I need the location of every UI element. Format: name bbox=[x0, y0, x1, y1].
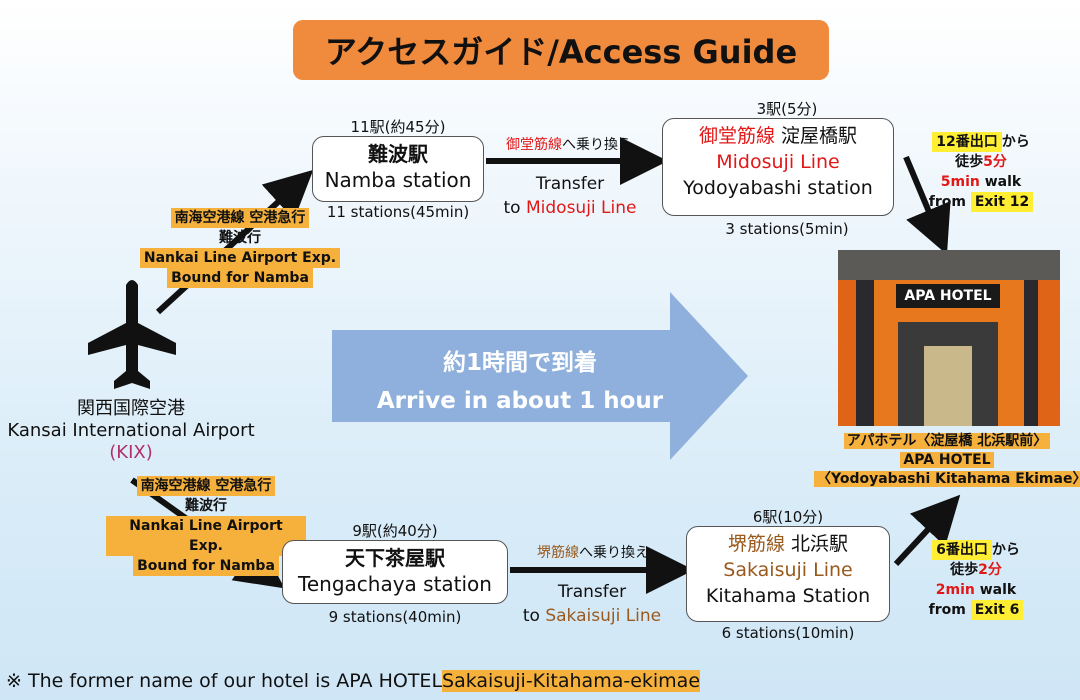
top-transfer-en-2: to bbox=[503, 198, 526, 218]
tengachaya-name-en: Tengachaya station bbox=[298, 572, 492, 596]
bottom-transfer-en-2: to bbox=[522, 606, 546, 626]
exit12-ja-3: 徒歩 bbox=[955, 154, 984, 170]
exit12-en-4: Exit 12 bbox=[970, 192, 1034, 212]
bottom-transfer-en-1: Transfer bbox=[557, 582, 627, 602]
yodoyabashi-line-ja: 御堂筋線 bbox=[698, 125, 775, 147]
bottom-line-tag: 南海空港線 空港急行 難波行 Nankai Line Airport Exp. … bbox=[106, 476, 306, 576]
kitahama-stop-count: 6駅(10分) bbox=[752, 508, 824, 526]
exit6-en-1: 2min bbox=[935, 582, 975, 598]
yodoyabashi-line-en: Midosuji Line bbox=[716, 151, 840, 173]
namba-stations-en: 11 stations(45min) bbox=[326, 203, 470, 221]
kitahama-line-ja: 堺筋線 bbox=[727, 533, 785, 555]
exit12-en-1: 5min bbox=[940, 174, 980, 190]
bottom-transfer-en-line: Sakaisuji Line bbox=[545, 606, 662, 626]
top-transfer-en-1: Transfer bbox=[535, 174, 605, 194]
tengachaya-stations-en: 9 stations(40min) bbox=[328, 608, 462, 626]
top-line-ja-1: 南海空港線 空港急行 bbox=[170, 208, 310, 228]
footnote: ※ The former name of our hotel is APA HO… bbox=[6, 670, 1076, 692]
airport-code: (KIX) bbox=[109, 442, 153, 463]
arrow-airport-to-namba bbox=[155, 169, 314, 315]
yodoyabashi-stop-count: 3駅(5分) bbox=[756, 100, 818, 118]
kitahama-name-ja: 北浜駅 bbox=[784, 533, 849, 555]
airport-label: 関西国際空港 Kansai International Airport (KIX… bbox=[0, 398, 262, 464]
yodoyabashi-stations-en: 3 stations(5min) bbox=[725, 220, 849, 238]
bottom-line-ja-1: 南海空港線 空港急行 bbox=[136, 476, 276, 496]
exit12-info: 12番出口から 徒歩5分 5min walk from Exit 12 bbox=[920, 132, 1042, 212]
exit12-en-2: walk bbox=[979, 174, 1022, 190]
airport-name-ja: 関西国際空港 bbox=[77, 398, 185, 419]
exit6-info: 6番出口から 徒歩2分 2min walk from Exit 6 bbox=[914, 540, 1038, 620]
bottom-line-en-1: Nankai Line Airport Exp. bbox=[106, 516, 306, 556]
top-transfer-ja: 御堂筋線へ乗り換え bbox=[486, 134, 652, 154]
top-line-ja-2: 難波行 bbox=[219, 230, 261, 246]
kitahama-name-en: Kitahama Station bbox=[705, 585, 871, 607]
tengachaya-station-box: 天下茶屋駅 Tengachaya station bbox=[282, 540, 508, 604]
top-transfer-en: Transfer to Midosuji Line bbox=[470, 172, 670, 220]
exit6-ja-2: から bbox=[991, 542, 1020, 558]
airport-name-en: Kansai International Airport bbox=[7, 420, 255, 441]
kitahama-line-en: Sakaisuji Line bbox=[723, 559, 853, 581]
exit6-ja-3: 徒歩 bbox=[950, 562, 979, 578]
exit12-ja-2: から bbox=[1001, 134, 1030, 150]
yodoyabashi-name-ja: 淀屋橋駅 bbox=[774, 125, 858, 147]
exit6-en-3: from bbox=[928, 602, 971, 618]
namba-station-box: 難波駅 Namba station bbox=[312, 136, 484, 202]
bottom-transfer-ja-line: 堺筋線 bbox=[537, 545, 579, 561]
hotel-name-block: アパホテル〈淀屋橋 北浜駅前〉 APA HOTEL 〈Yodoyabashi K… bbox=[814, 432, 1080, 489]
namba-name-ja: 難波駅 bbox=[368, 142, 428, 166]
top-transfer-ja-rest: へ乗り換え bbox=[562, 137, 632, 153]
yodoyabashi-name-en: Yodoyabashi station bbox=[683, 177, 873, 199]
bottom-transfer-ja: 堺筋線へ乗り換え bbox=[512, 542, 674, 562]
tengachaya-stop-count: 9駅(約40分) bbox=[352, 522, 438, 540]
kitahama-stations-en: 6 stations(10min) bbox=[721, 624, 855, 642]
yodoyabashi-station-box: 御堂筋線 淀屋橋駅 Midosuji Line Yodoyabashi stat… bbox=[662, 118, 894, 216]
kitahama-station-box: 堺筋線 北浜駅 Sakaisuji Line Kitahama Station bbox=[686, 526, 890, 622]
hotel-name-ja: アパホテル〈淀屋橋 北浜駅前〉 bbox=[843, 433, 1051, 449]
exit12-ja-4: 5分 bbox=[983, 154, 1007, 170]
top-transfer-ja-line: 御堂筋線 bbox=[506, 137, 562, 153]
hotel-name-en: APA HOTEL bbox=[900, 452, 994, 468]
arrow-kitahama-to-hotel bbox=[893, 494, 961, 567]
exit6-en-4: Exit 6 bbox=[970, 600, 1024, 620]
top-line-en-2: Bound for Namba bbox=[167, 268, 313, 288]
hotel-name-en-2: 〈Yodoyabashi Kitahama Ekimae〉 bbox=[814, 471, 1080, 487]
bottom-transfer-ja-rest: へ乗り換え bbox=[579, 545, 649, 561]
airplane-icon bbox=[88, 280, 176, 389]
exit12-ja-1: 12番出口 bbox=[932, 132, 1002, 152]
footnote-highlight: Sakaisuji-Kitahama-ekimae bbox=[442, 670, 701, 692]
arrive-text-en: Arrive in about 1 hour bbox=[376, 388, 664, 414]
exit6-ja-1: 6番出口 bbox=[932, 540, 992, 560]
bottom-line-ja-2: 難波行 bbox=[185, 498, 227, 514]
top-transfer-en-line: Midosuji Line bbox=[525, 198, 637, 218]
big-arrow-shape bbox=[332, 292, 748, 460]
hotel-sign: APA HOTEL bbox=[896, 284, 1000, 308]
exit6-ja-4: 2分 bbox=[978, 562, 1002, 578]
bottom-transfer-en: Transfer to Sakaisuji Line bbox=[494, 580, 690, 628]
top-line-tag: 南海空港線 空港急行 難波行 Nankai Line Airport Exp. … bbox=[130, 208, 350, 288]
page-title: アクセスガイド/Access Guide bbox=[293, 20, 829, 80]
hotel-photo: APA HOTEL bbox=[838, 250, 1060, 426]
bottom-line-en-2: Bound for Namba bbox=[133, 556, 279, 576]
arrive-text: 約1時間で到着 Arrive in about 1 hour bbox=[340, 344, 700, 420]
top-line-en-1: Nankai Line Airport Exp. bbox=[139, 248, 341, 268]
footnote-prefix: ※ The former name of our hotel is APA HO… bbox=[6, 670, 443, 692]
namba-stop-count: 11駅(約45分) bbox=[350, 118, 446, 136]
arrow-yodoyabashi-to-hotel bbox=[903, 155, 951, 255]
namba-name-en: Namba station bbox=[324, 168, 472, 192]
arrive-text-ja: 約1時間で到着 bbox=[442, 350, 597, 376]
exit12-en-3: from bbox=[928, 194, 971, 210]
tengachaya-name-ja: 天下茶屋駅 bbox=[345, 546, 445, 570]
exit6-en-2: walk bbox=[974, 582, 1017, 598]
